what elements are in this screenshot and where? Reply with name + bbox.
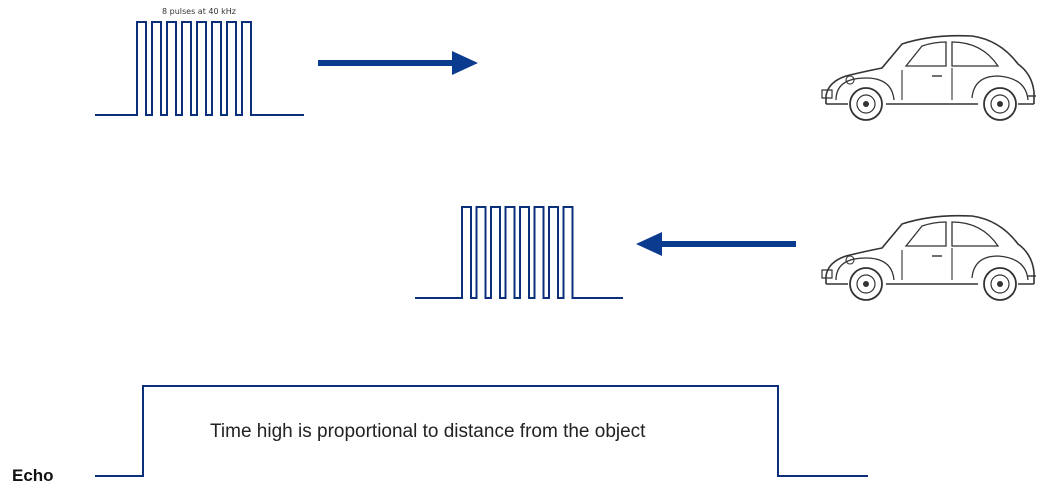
arrow-left-icon bbox=[636, 232, 796, 256]
echo-signal-label: Echo bbox=[12, 466, 54, 485]
car-icon bbox=[821, 34, 1037, 121]
echo-signal-waveform bbox=[95, 385, 868, 477]
pulse-burst-label: 8 pulses at 40 kHz bbox=[162, 7, 236, 16]
car-icon bbox=[821, 214, 1037, 301]
arrow-right-icon bbox=[318, 51, 478, 75]
trigger-pulse-burst bbox=[95, 21, 304, 116]
echo-pulse-burst bbox=[415, 206, 623, 299]
echo-caption: Time high is proportional to distance fr… bbox=[210, 421, 646, 442]
